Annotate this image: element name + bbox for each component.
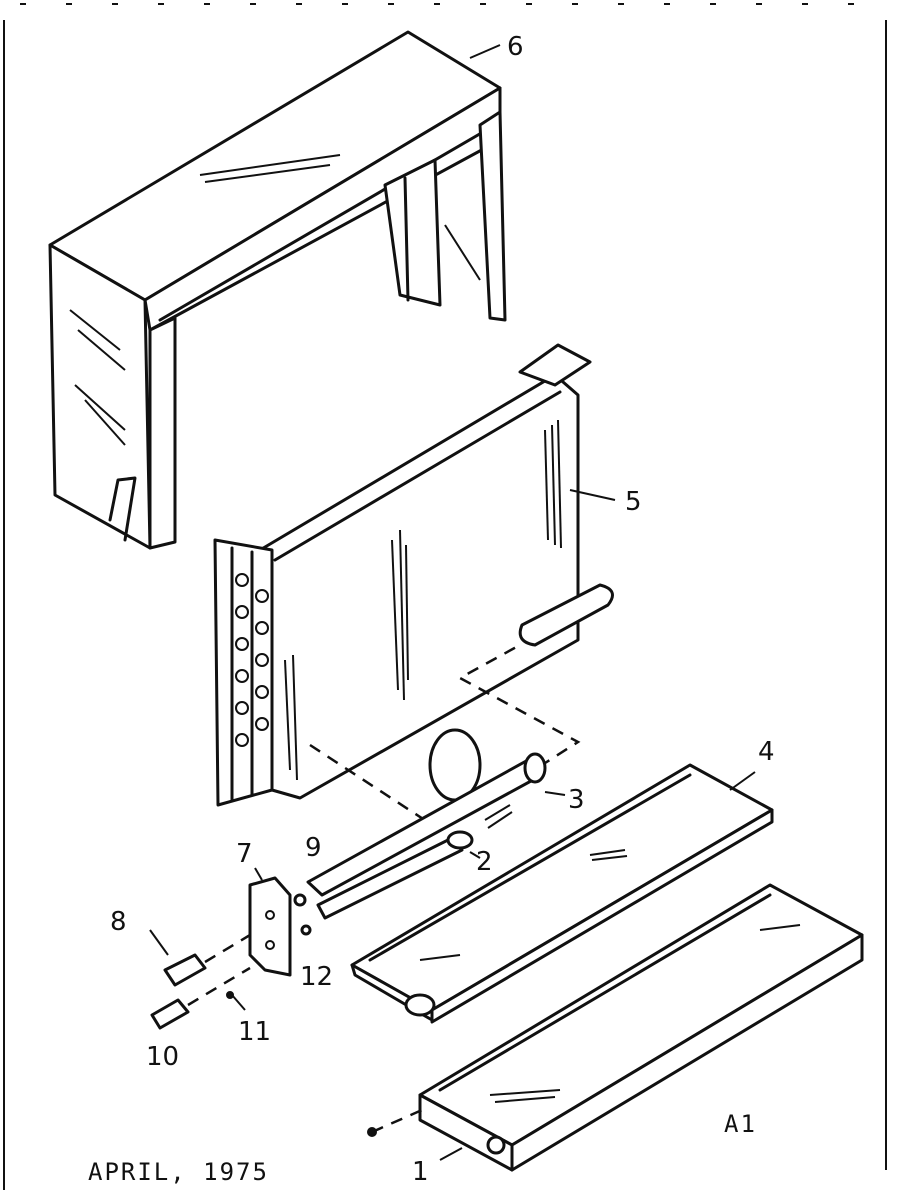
callout-4: 4: [758, 737, 775, 767]
callout-8: 8: [110, 907, 127, 937]
coil-assembly-part-5: [213, 343, 616, 832]
callout-7: 7: [236, 839, 253, 869]
base-pan-part-1: [367, 883, 864, 1172]
callout-5: 5: [625, 487, 642, 517]
callout-12: 12: [300, 962, 333, 992]
callout-10: 10: [146, 1042, 179, 1072]
fitting-part-2: [316, 830, 481, 920]
cabinet-part-6: [48, 30, 507, 550]
nut-part-8: [149, 929, 251, 987]
callout-1: 1: [412, 1157, 429, 1187]
pin-part-12: [300, 924, 312, 936]
callout-11: 11: [238, 1017, 271, 1047]
pin-part-9: [293, 893, 307, 907]
callout-2: 2: [476, 847, 493, 877]
callout-6: 6: [507, 32, 524, 62]
bracket-part-7: [248, 867, 292, 977]
drain-tube-part-3: [306, 752, 566, 897]
callout-9: 9: [305, 833, 322, 863]
page-border: [3, 3, 887, 1190]
screw-part-10: [150, 966, 251, 1030]
drain-pan-part-4: [350, 763, 774, 1024]
date-caption: APRIL, 1975: [88, 1158, 269, 1186]
callout-3: 3: [568, 785, 585, 815]
figure-id: A1: [724, 1110, 757, 1138]
washer-part-11: [226, 991, 246, 1011]
